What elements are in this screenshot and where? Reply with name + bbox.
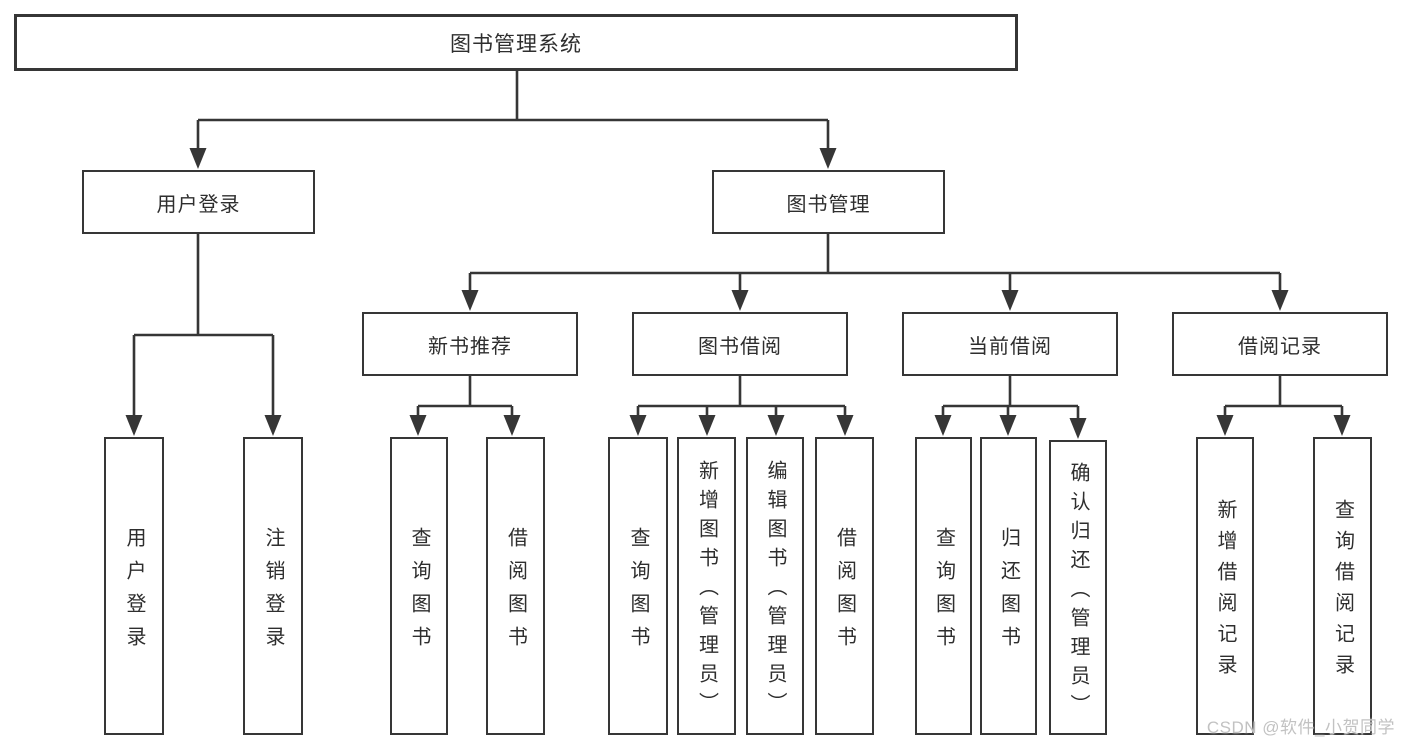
leaf-confirm-return-admin: 确认归还（管理员）: [1049, 440, 1107, 735]
leaf-return-book: 归还图书: [980, 437, 1037, 735]
leaf-user-login: 用户登录: [104, 437, 164, 735]
leaf-logout: 注销登录: [243, 437, 303, 735]
node-library-system: 图书管理系统: [14, 14, 1018, 71]
leaf-query-borrow-record: 查询借阅记录: [1313, 437, 1372, 735]
leaf-newbooks-borrow-book: 借阅图书: [486, 437, 545, 735]
node-user-login-group: 用户登录: [82, 170, 315, 234]
leaf-add-book-admin: 新增图书（管理员）: [677, 437, 736, 735]
leaf-current-query-book: 查询图书: [915, 437, 972, 735]
node-new-book-recommend: 新书推荐: [362, 312, 578, 376]
leaf-add-borrow-record: 新增借阅记录: [1196, 437, 1254, 735]
node-book-borrow: 图书借阅: [632, 312, 848, 376]
watermark: CSDN @软件_小贺同学: [1206, 718, 1395, 737]
leaf-borrow-book: 借阅图书: [815, 437, 874, 735]
node-borrow-records: 借阅记录: [1172, 312, 1388, 376]
arrowheads: [125, 148, 1351, 439]
leaf-newbooks-query-book: 查询图书: [390, 437, 448, 735]
node-current-borrow: 当前借阅: [902, 312, 1118, 376]
node-book-management: 图书管理: [712, 170, 945, 234]
leaf-borrow-query-book: 查询图书: [608, 437, 668, 735]
leaf-edit-book-admin: 编辑图书（管理员）: [746, 437, 804, 735]
